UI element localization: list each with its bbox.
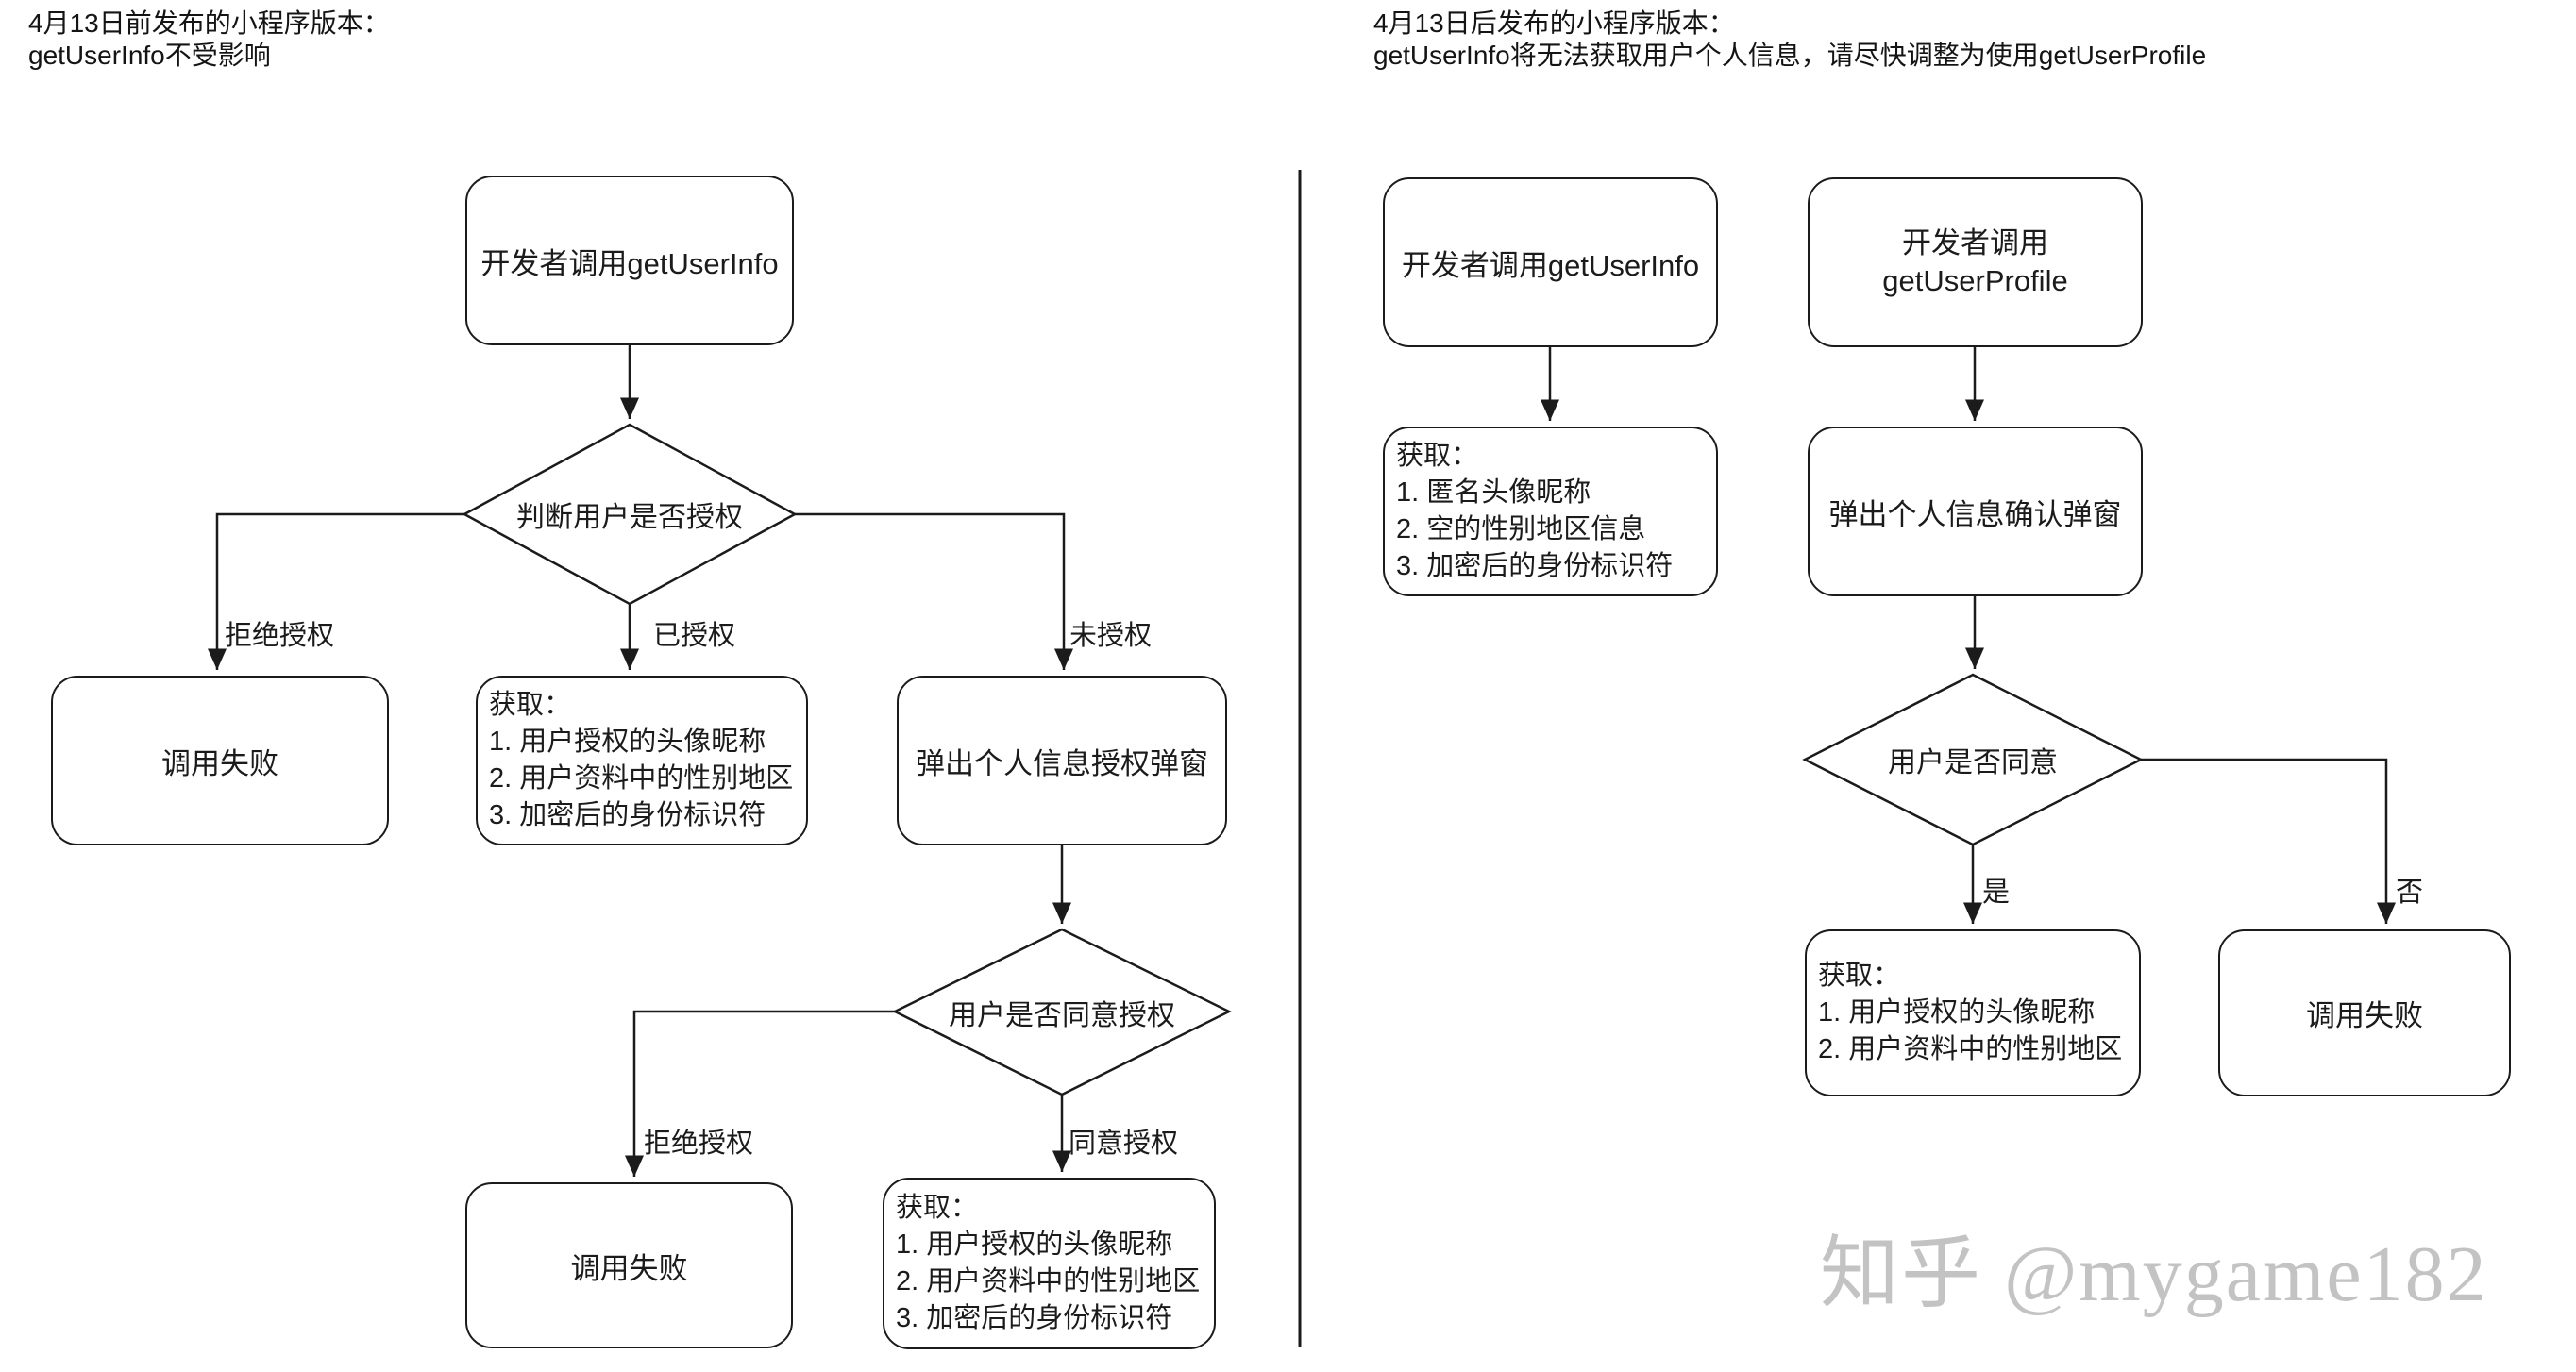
edge-decision1-not-authorized — [795, 512, 1073, 670]
node-right-acquire-anonymous: 获取： 1. 匿名头像昵称 2. 空的性别地区信息 3. 加密后的身份标识符 — [1383, 427, 1718, 596]
list-line: 1. 用户授权的头像昵称 — [1818, 997, 2096, 1028]
left-header-line1: 4月13日前发布的小程序版本： — [28, 8, 390, 38]
node-right-start-getuserinfo-label: 开发者调用getUserInfo — [1401, 248, 1700, 282]
node-right-start-getuserprofile-line1: 开发者调用 — [1902, 226, 2048, 259]
right-header-line1: 4月13日后发布的小程序版本： — [1373, 8, 1735, 38]
list-line: 获取： — [1818, 961, 1901, 991]
list-line: 2. 空的性别地区信息 — [1396, 514, 1646, 544]
node-right-popup-confirm: 弹出个人信息确认弹窗 — [1808, 427, 2143, 596]
node-left-acquire-agreed: 获取： 1. 用户授权的头像昵称 2. 用户资料中的性别地区 3. 加密后的身份… — [883, 1178, 1216, 1349]
edge-label-yes: 是 — [1982, 878, 2011, 908]
node-right-call-fail: 调用失败 — [2218, 929, 2511, 1096]
edge-decision1-rejected — [208, 512, 464, 670]
list-line: 1. 用户授权的头像昵称 — [489, 727, 766, 757]
edge-label-agreed: 同意授权 — [1069, 1129, 1179, 1159]
edge-label-authorized: 已授权 — [653, 621, 736, 651]
node-left-start-label: 开发者调用getUserInfo — [480, 246, 779, 280]
edge-decision3-no — [2141, 758, 2396, 924]
list-line: 2. 用户资料中的性别地区 — [896, 1266, 1201, 1297]
node-right-start-getuserprofile: 开发者调用 getUserProfile — [1808, 177, 2143, 347]
list-line: 2. 用户资料中的性别地区 — [489, 763, 794, 794]
list-line: 3. 加密后的身份标识符 — [1396, 551, 1674, 581]
list-line: 3. 加密后的身份标识符 — [489, 800, 766, 830]
node-right-popup-confirm-label: 弹出个人信息确认弹窗 — [1828, 497, 2122, 531]
node-right-start-getuserinfo: 开发者调用getUserInfo — [1383, 177, 1718, 347]
left-header-line2: getUserInfo不受影响 — [28, 41, 271, 70]
list-line: 获取： — [1396, 441, 1479, 471]
node-left-popup-label: 弹出个人信息授权弹窗 — [916, 746, 1208, 780]
node-left-call-fail-top-label: 调用失败 — [161, 746, 278, 780]
list-line: 3. 加密后的身份标识符 — [896, 1303, 1173, 1333]
edge-decision2-rejected — [625, 1010, 895, 1177]
edge-label-rejected2: 拒绝授权 — [644, 1129, 754, 1159]
decision-diamond-agree-left — [892, 928, 1232, 1096]
node-left-popup: 弹出个人信息授权弹窗 — [897, 676, 1227, 845]
list-line: 2. 用户资料中的性别地区 — [1818, 1034, 2123, 1064]
decision-diamond-agree-right — [1802, 673, 2144, 846]
list-line: 获取： — [489, 690, 572, 720]
decision-diamond-authorized — [462, 423, 798, 606]
node-left-start: 开发者调用getUserInfo — [465, 176, 794, 345]
node-left-acquire-authorized: 获取： 1. 用户授权的头像昵称 2. 用户资料中的性别地区 3. 加密后的身份… — [476, 676, 808, 845]
right-header-line2: getUserInfo将无法获取用户个人信息，请尽快调整为使用getUserPr… — [1373, 41, 2207, 70]
node-right-acquire-agreed: 获取： 1. 用户授权的头像昵称 2. 用户资料中的性别地区 — [1805, 929, 2141, 1096]
watermark: 知乎 @mygame182 — [1820, 1230, 2488, 1318]
node-right-start-getuserprofile-line2: getUserProfile — [1882, 264, 2068, 297]
node-left-call-fail-bottom-label: 调用失败 — [570, 1251, 688, 1285]
node-right-call-fail-label: 调用失败 — [2306, 999, 2423, 1032]
edge-label-no: 否 — [2396, 878, 2424, 908]
node-left-call-fail-top: 调用失败 — [51, 676, 389, 845]
list-line: 获取： — [896, 1193, 979, 1223]
list-line: 1. 匿名头像昵称 — [1396, 477, 1591, 508]
node-left-call-fail-bottom: 调用失败 — [465, 1182, 793, 1348]
edge-label-rejected: 拒绝授权 — [225, 621, 335, 651]
edge-label-not-authorized: 未授权 — [1069, 621, 1153, 651]
list-line: 1. 用户授权的头像昵称 — [896, 1230, 1173, 1260]
